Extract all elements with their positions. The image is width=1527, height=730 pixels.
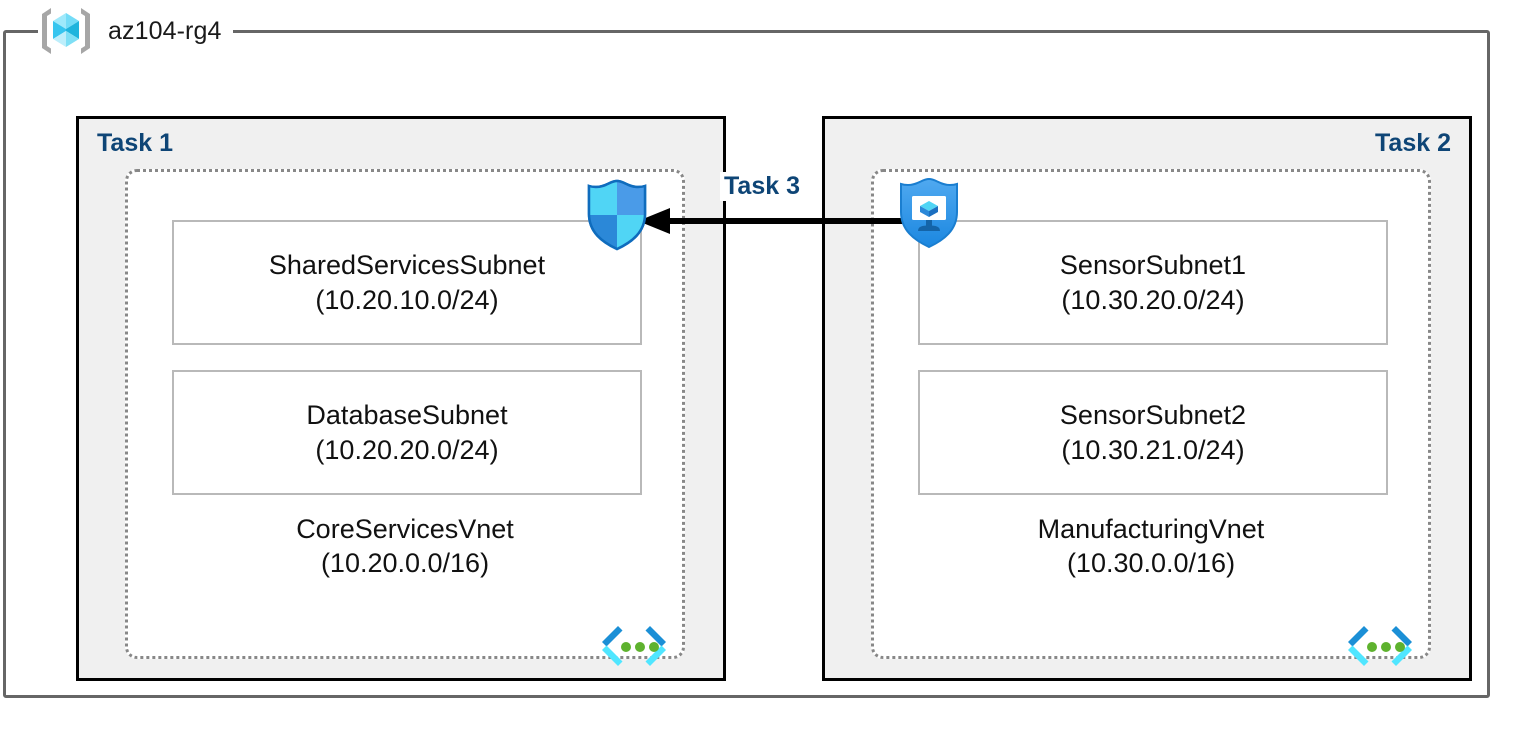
task-2-label: Task 2 bbox=[1375, 129, 1451, 157]
subnet-name: SensorSubnet1 bbox=[1059, 250, 1247, 281]
task-box-1[interactable]: Task 1 SharedServicesSubnet (10.20.10.0/… bbox=[76, 116, 726, 681]
resource-group-title: az104-rg4 bbox=[38, 5, 234, 57]
vnet-caption: ManufacturingVnet (10.30.0.0/16) bbox=[874, 512, 1428, 580]
resource-group-frame bbox=[3, 30, 1490, 698]
vnet-code-brackets-icon bbox=[1342, 622, 1418, 674]
subnet-database[interactable]: DatabaseSubnet (10.20.20.0/24) bbox=[172, 370, 642, 495]
subnet-cidr: (10.30.21.0/24) bbox=[1061, 434, 1245, 465]
vnet-caption: CoreServicesVnet (10.20.0.0/16) bbox=[128, 512, 682, 580]
task-box-2[interactable]: Task 2 SensorSubnet1 (10.30.20.0/24) Sen… bbox=[822, 116, 1472, 681]
vnet-code-brackets-icon bbox=[596, 622, 672, 674]
resource-group-cube-icon bbox=[38, 5, 94, 57]
subnet-cidr: (10.20.10.0/24) bbox=[315, 284, 499, 315]
vnet-manufacturing[interactable]: SensorSubnet1 (10.30.20.0/24) SensorSubn… bbox=[871, 169, 1431, 666]
firewall-shield-icon bbox=[584, 178, 650, 252]
vnet-cidr: (10.20.0.0/16) bbox=[320, 548, 490, 579]
subnet-cidr: (10.30.20.0/24) bbox=[1061, 284, 1245, 315]
vnet-cidr: (10.30.0.0/16) bbox=[1066, 548, 1236, 579]
task-1-label: Task 1 bbox=[97, 129, 173, 157]
vnet-coreservices[interactable]: SharedServicesSubnet (10.20.10.0/24) Dat… bbox=[125, 169, 685, 666]
vnet-name: ManufacturingVnet bbox=[1037, 514, 1265, 544]
bastion-shield-icon bbox=[896, 176, 962, 250]
subnet-sensor2[interactable]: SensorSubnet2 (10.30.21.0/24) bbox=[918, 370, 1388, 495]
subnet-name: SensorSubnet2 bbox=[1059, 400, 1247, 431]
subnet-name: SharedServicesSubnet bbox=[268, 250, 546, 281]
task-3-label: Task 3 bbox=[720, 172, 804, 201]
subnet-name: DatabaseSubnet bbox=[306, 400, 508, 431]
peering-arrow-left-icon bbox=[630, 186, 920, 256]
subnet-cidr: (10.20.20.0/24) bbox=[315, 434, 499, 465]
subnet-sensor1[interactable]: SensorSubnet1 (10.30.20.0/24) bbox=[918, 220, 1388, 345]
vnet-name: CoreServicesVnet bbox=[296, 514, 514, 544]
subnet-sharedservices[interactable]: SharedServicesSubnet (10.20.10.0/24) bbox=[172, 220, 642, 345]
resource-group-name: az104-rg4 bbox=[108, 16, 222, 45]
